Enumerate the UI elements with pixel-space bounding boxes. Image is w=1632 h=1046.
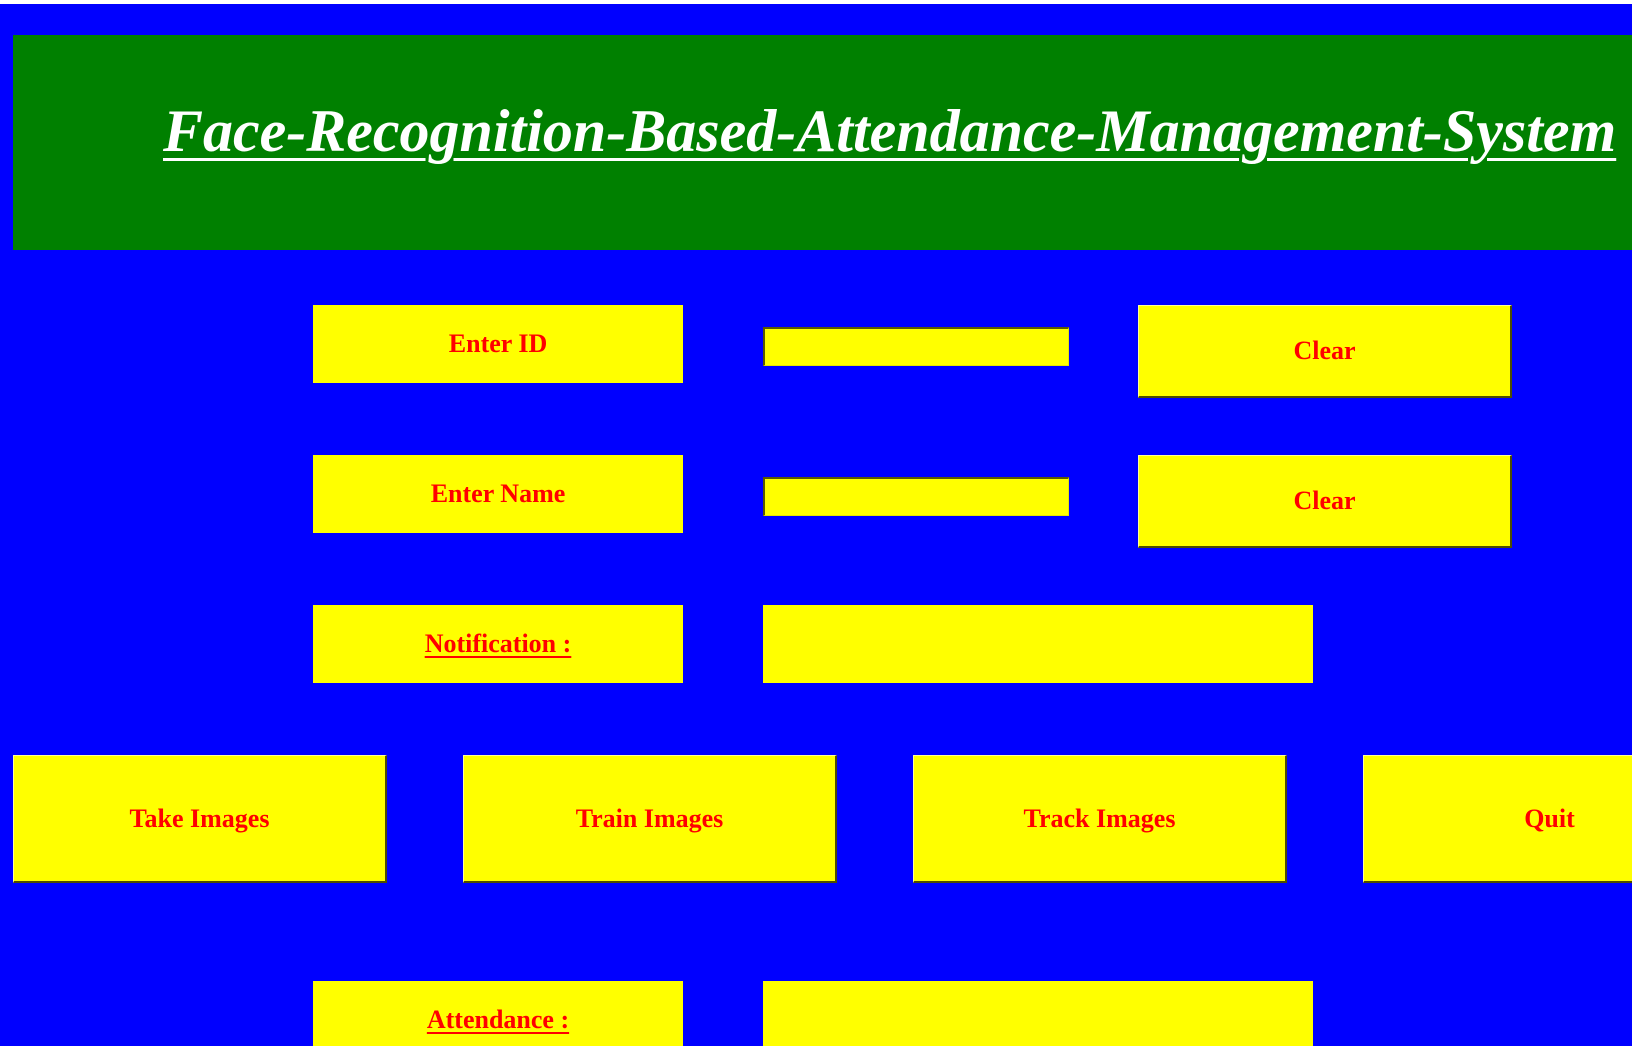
attendance-label: Attendance : [426, 1005, 570, 1034]
enter-id-label: Enter ID [313, 305, 683, 383]
attendance-label-box: Attendance : [313, 981, 683, 1046]
name-input[interactable] [763, 477, 1069, 516]
attendance-message [763, 981, 1313, 1046]
clear-name-button[interactable]: Clear [1138, 455, 1512, 548]
title-banner: Face-Recognition-Based-Attendance-Manage… [13, 35, 1632, 250]
track-images-button[interactable]: Track Images [913, 755, 1287, 883]
train-images-button[interactable]: Train Images [463, 755, 837, 883]
app-window: Face-Recognition-Based-Attendance-Manage… [0, 4, 1632, 1046]
notification-label-box: Notification : [313, 605, 683, 683]
take-images-button[interactable]: Take Images [13, 755, 387, 883]
app-title: Face-Recognition-Based-Attendance-Manage… [163, 98, 1617, 164]
quit-button[interactable]: Quit [1363, 755, 1632, 883]
enter-name-label: Enter Name [313, 455, 683, 533]
id-input[interactable] [763, 327, 1069, 366]
notification-message [763, 605, 1313, 683]
notification-label: Notification : [424, 629, 572, 658]
clear-id-button[interactable]: Clear [1138, 305, 1512, 398]
